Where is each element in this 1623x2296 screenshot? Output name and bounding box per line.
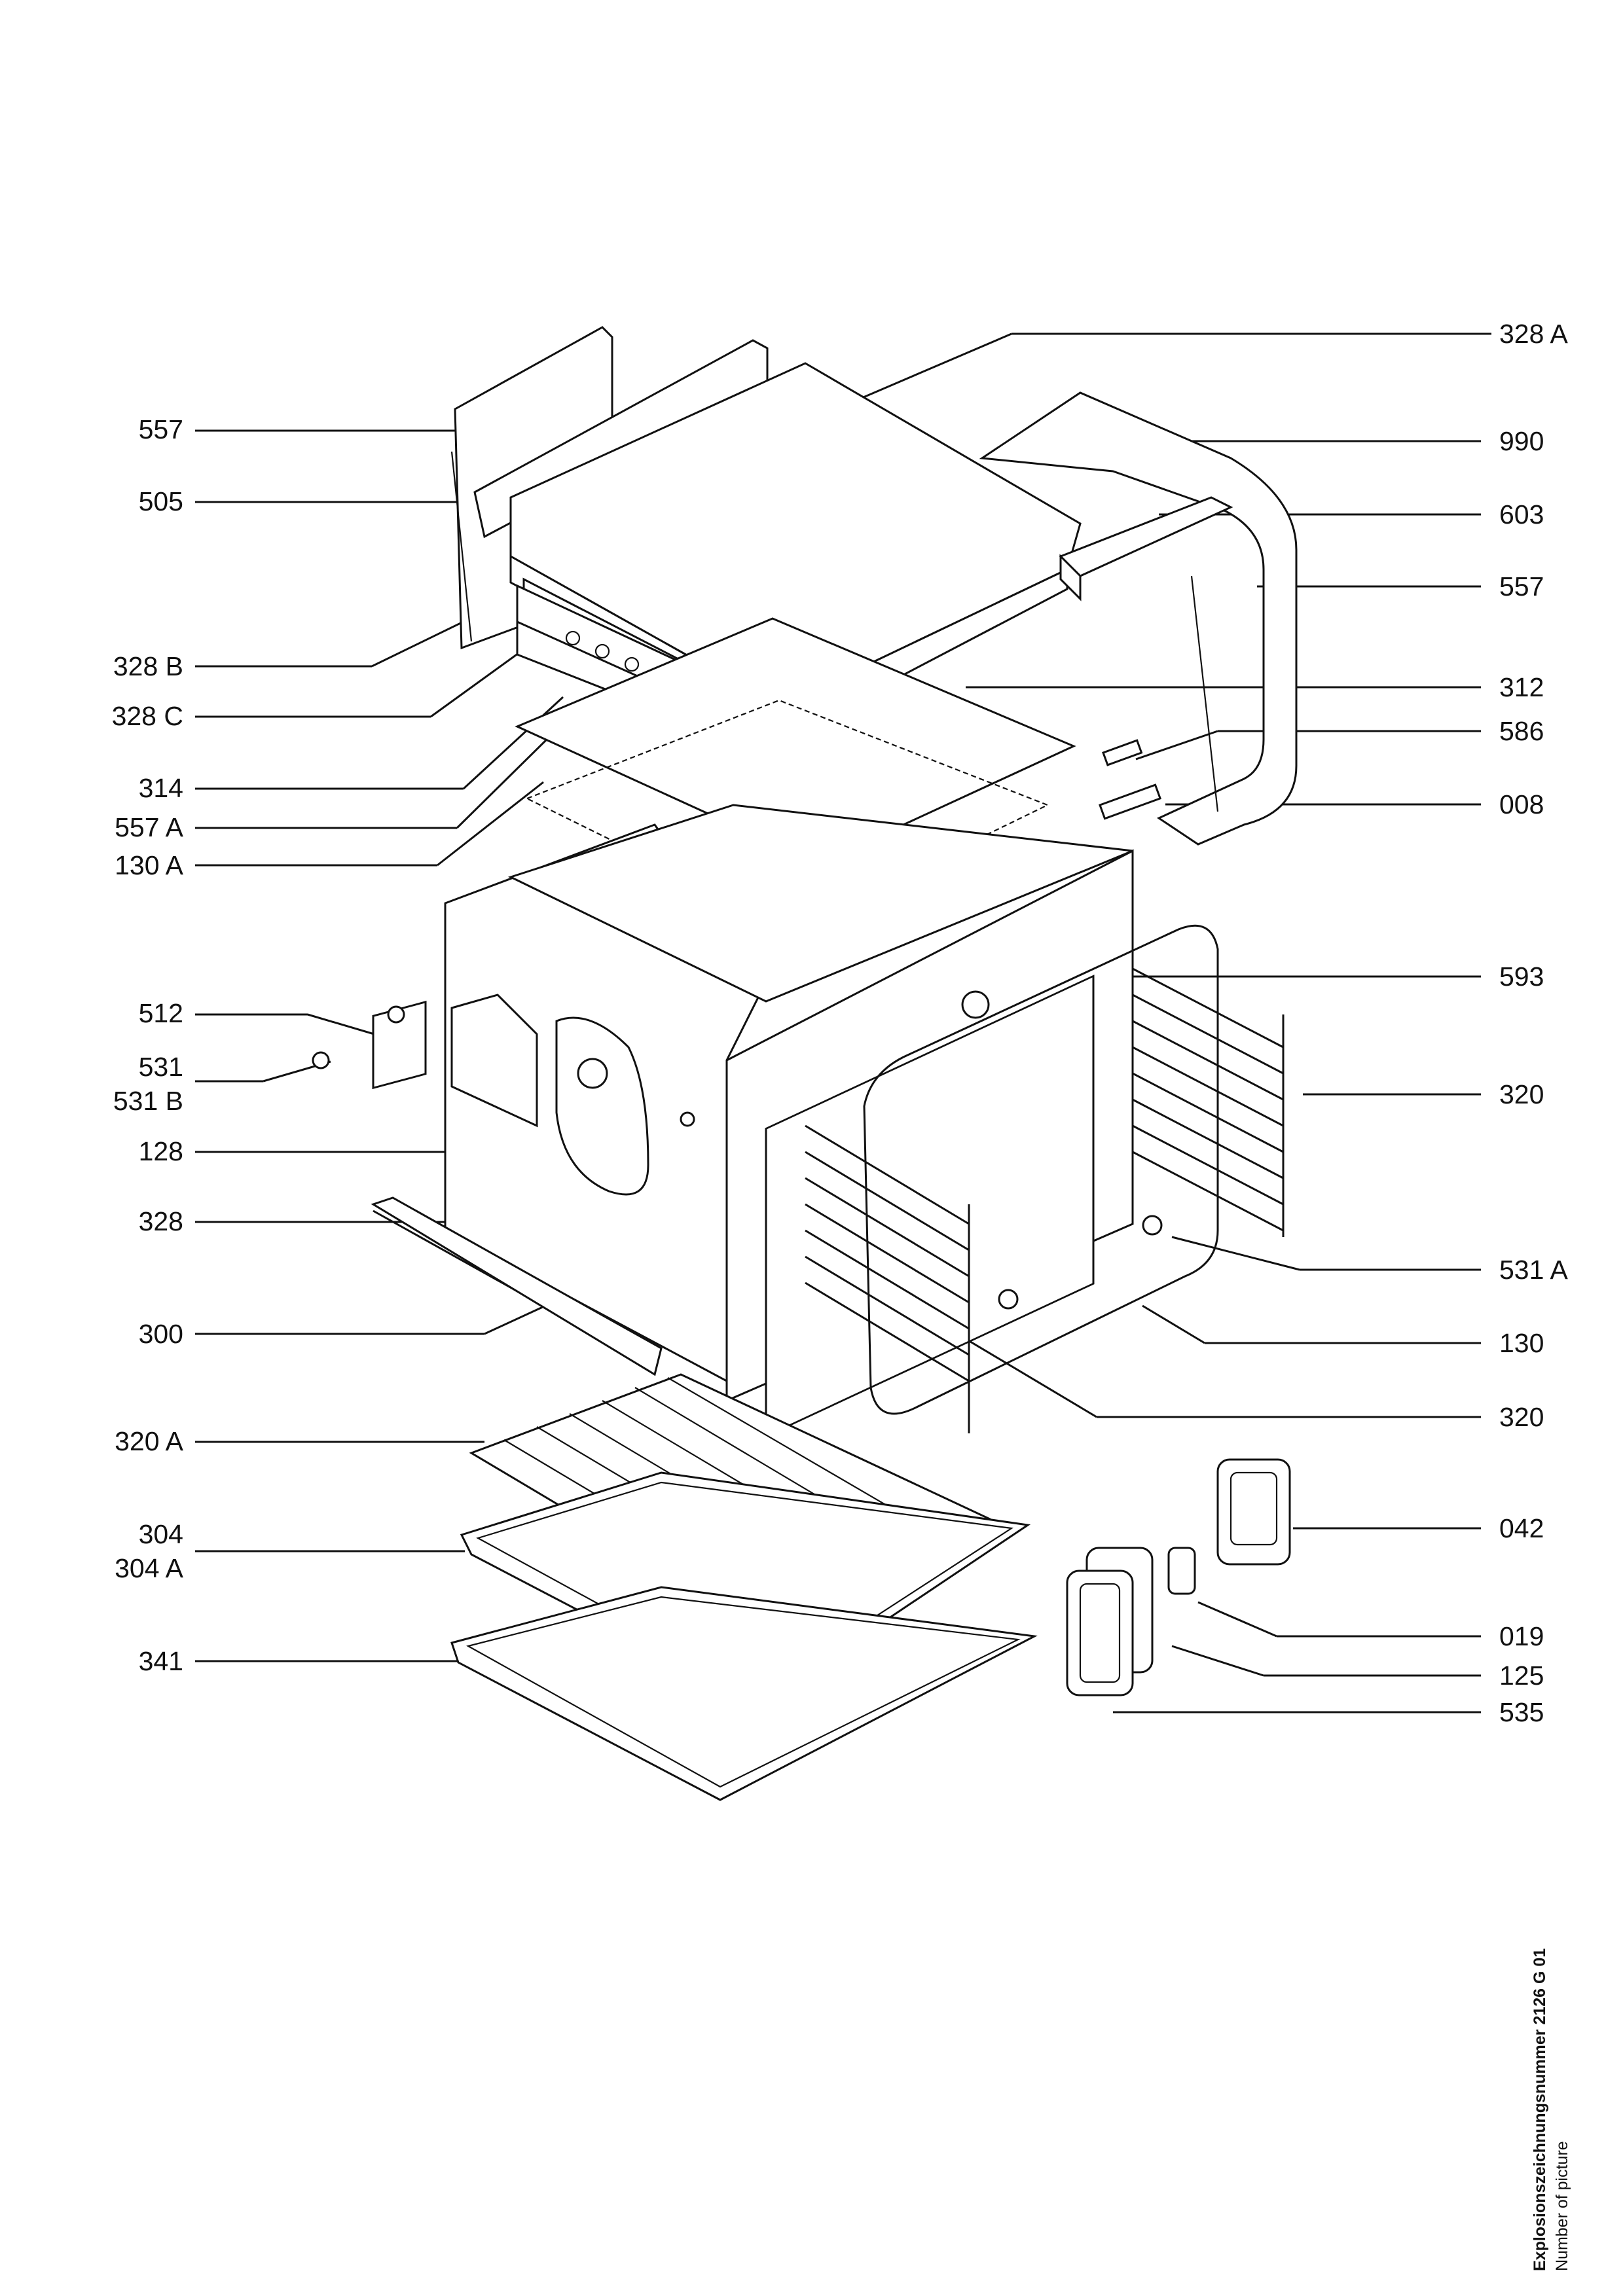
- side-racks: [805, 967, 1285, 1433]
- label-328: 328: [138, 1206, 183, 1236]
- label-557-right: 557: [1499, 571, 1544, 601]
- oven-body: [371, 804, 1134, 1438]
- drawing-number: Explosionszeichnungsnummer 2126 G 01: [1531, 1948, 1549, 2271]
- label-586: 586: [1499, 716, 1544, 746]
- label-304a: 304 A: [115, 1553, 183, 1583]
- label-512: 512: [138, 998, 183, 1028]
- label-603: 603: [1499, 499, 1544, 529]
- label-557a: 557 A: [115, 812, 183, 842]
- label-130a: 130 A: [115, 850, 183, 880]
- door-frame: [863, 924, 1219, 1415]
- label-304: 304: [138, 1519, 183, 1549]
- top-insulation-assembly: [450, 326, 1082, 931]
- picture-caption: Number of picture: [1553, 2141, 1571, 2271]
- label-341: 341: [138, 1646, 183, 1676]
- label-312: 312: [1499, 672, 1544, 702]
- label-130: 130: [1499, 1328, 1544, 1358]
- label-300: 300: [138, 1319, 183, 1349]
- label-125: 125: [1499, 1660, 1544, 1691]
- label-019: 019: [1499, 1621, 1544, 1651]
- label-320a: 320 A: [115, 1426, 183, 1456]
- label-128: 128: [138, 1136, 183, 1166]
- label-990: 990: [1499, 426, 1544, 456]
- label-535: 535: [1499, 1697, 1544, 1727]
- label-531a: 531 A: [1499, 1255, 1568, 1285]
- label-328c: 328 C: [111, 701, 183, 731]
- outer-wrap-insulation: [979, 391, 1298, 846]
- label-314: 314: [138, 773, 183, 803]
- roasting-tray: [450, 1586, 1038, 1801]
- hardware-parts: [312, 739, 1162, 1127]
- label-531b: 531 B: [113, 1086, 183, 1116]
- label-505: 505: [138, 486, 183, 516]
- label-042: 042: [1499, 1513, 1544, 1543]
- label-008: 008: [1499, 789, 1544, 819]
- label-328b: 328 B: [113, 651, 183, 681]
- lamp-assembly: [1066, 1458, 1291, 1696]
- label-320-upper: 320: [1499, 1079, 1544, 1109]
- label-320-lower: 320: [1499, 1402, 1544, 1432]
- label-531: 531: [138, 1052, 183, 1082]
- label-593: 593: [1499, 961, 1544, 992]
- label-557-left: 557: [138, 414, 183, 444]
- label-328a: 328 A: [1499, 319, 1568, 349]
